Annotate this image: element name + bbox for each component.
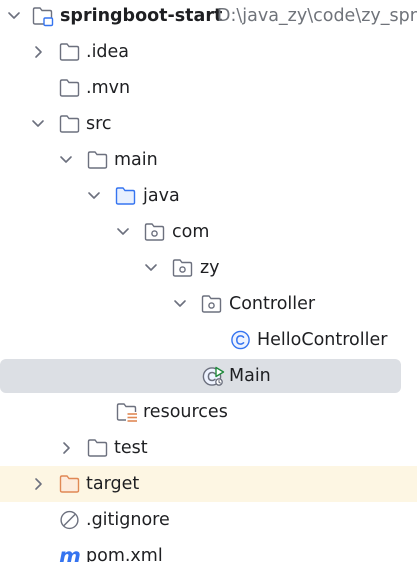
source-folder-icon <box>115 187 136 205</box>
tree-row-project-root[interactable]: springboot-start D:\java_zy\code\zy_spri <box>0 0 417 34</box>
tree-item-label: resources <box>143 402 228 422</box>
tree-row-com[interactable]: com <box>0 214 417 250</box>
tree-item-label: Controller <box>229 294 316 314</box>
tree-item-label: target <box>86 474 140 494</box>
package-icon <box>201 295 222 313</box>
module-folder-icon <box>32 7 54 27</box>
tree-item-label: main <box>114 150 158 170</box>
chevron-right-icon[interactable] <box>30 475 46 493</box>
folder-icon <box>87 151 108 169</box>
chevron-down-icon[interactable] <box>143 259 159 277</box>
tree-row-idea[interactable]: .idea <box>0 34 417 70</box>
ignore-file-icon <box>60 510 79 530</box>
chevron-down-icon[interactable] <box>115 223 131 241</box>
package-icon <box>172 259 193 277</box>
maven-icon: m <box>59 545 81 562</box>
tree-item-label: pom.xml <box>86 546 163 562</box>
chevron-right-icon[interactable] <box>30 43 46 61</box>
tree-item-label: .mvn <box>86 78 131 98</box>
tree-item-label: java <box>143 186 180 206</box>
folder-icon <box>87 439 108 457</box>
tree-row-mvn[interactable]: .mvn <box>0 70 417 106</box>
java-class-icon <box>231 330 250 350</box>
package-icon <box>144 223 165 241</box>
runnable-class-icon <box>202 366 225 386</box>
tree-item-label: test <box>114 438 148 458</box>
folder-icon <box>59 43 80 61</box>
tree-row-zy[interactable]: zy <box>0 250 417 286</box>
tree-item-label: .gitignore <box>86 510 170 530</box>
selection-highlight <box>0 359 401 393</box>
chevron-down-icon[interactable] <box>58 151 74 169</box>
chevron-down-icon[interactable] <box>86 187 102 205</box>
project-path: D:\java_zy\code\zy_spri <box>217 6 417 26</box>
project-name: springboot-start <box>60 6 223 26</box>
tree-row-main[interactable]: main <box>0 142 417 178</box>
tree-row-target[interactable]: target <box>0 466 417 502</box>
chevron-down-icon[interactable] <box>172 295 188 313</box>
tree-row-test[interactable]: test <box>0 430 417 466</box>
tree-row-controller[interactable]: Controller <box>0 286 417 322</box>
tree-item-label: zy <box>200 258 220 278</box>
excluded-folder-icon <box>59 475 80 493</box>
tree-item-label: com <box>172 222 210 242</box>
folder-icon <box>59 115 80 133</box>
tree-row-gitignore[interactable]: .gitignore <box>0 502 417 538</box>
tree-item-label: .idea <box>86 42 130 62</box>
tree-row-src[interactable]: src <box>0 106 417 142</box>
tree-row-java[interactable]: java <box>0 178 417 214</box>
tree-row-pom[interactable]: m pom.xml <box>0 538 417 562</box>
tree-item-label: Main <box>229 366 271 386</box>
tree-row-main-class[interactable]: Main <box>0 358 417 394</box>
svg-text:m: m <box>59 545 81 562</box>
chevron-down-icon[interactable] <box>6 7 22 25</box>
tree-item-label: src <box>86 114 112 134</box>
tree-row-hello-controller[interactable]: HelloController <box>0 322 417 358</box>
resources-folder-icon <box>116 403 138 422</box>
chevron-right-icon[interactable] <box>58 439 74 457</box>
tree-item-label: HelloController <box>257 330 388 350</box>
folder-icon <box>59 79 80 97</box>
chevron-down-icon[interactable] <box>30 115 46 133</box>
tree-row-resources[interactable]: resources <box>0 394 417 430</box>
